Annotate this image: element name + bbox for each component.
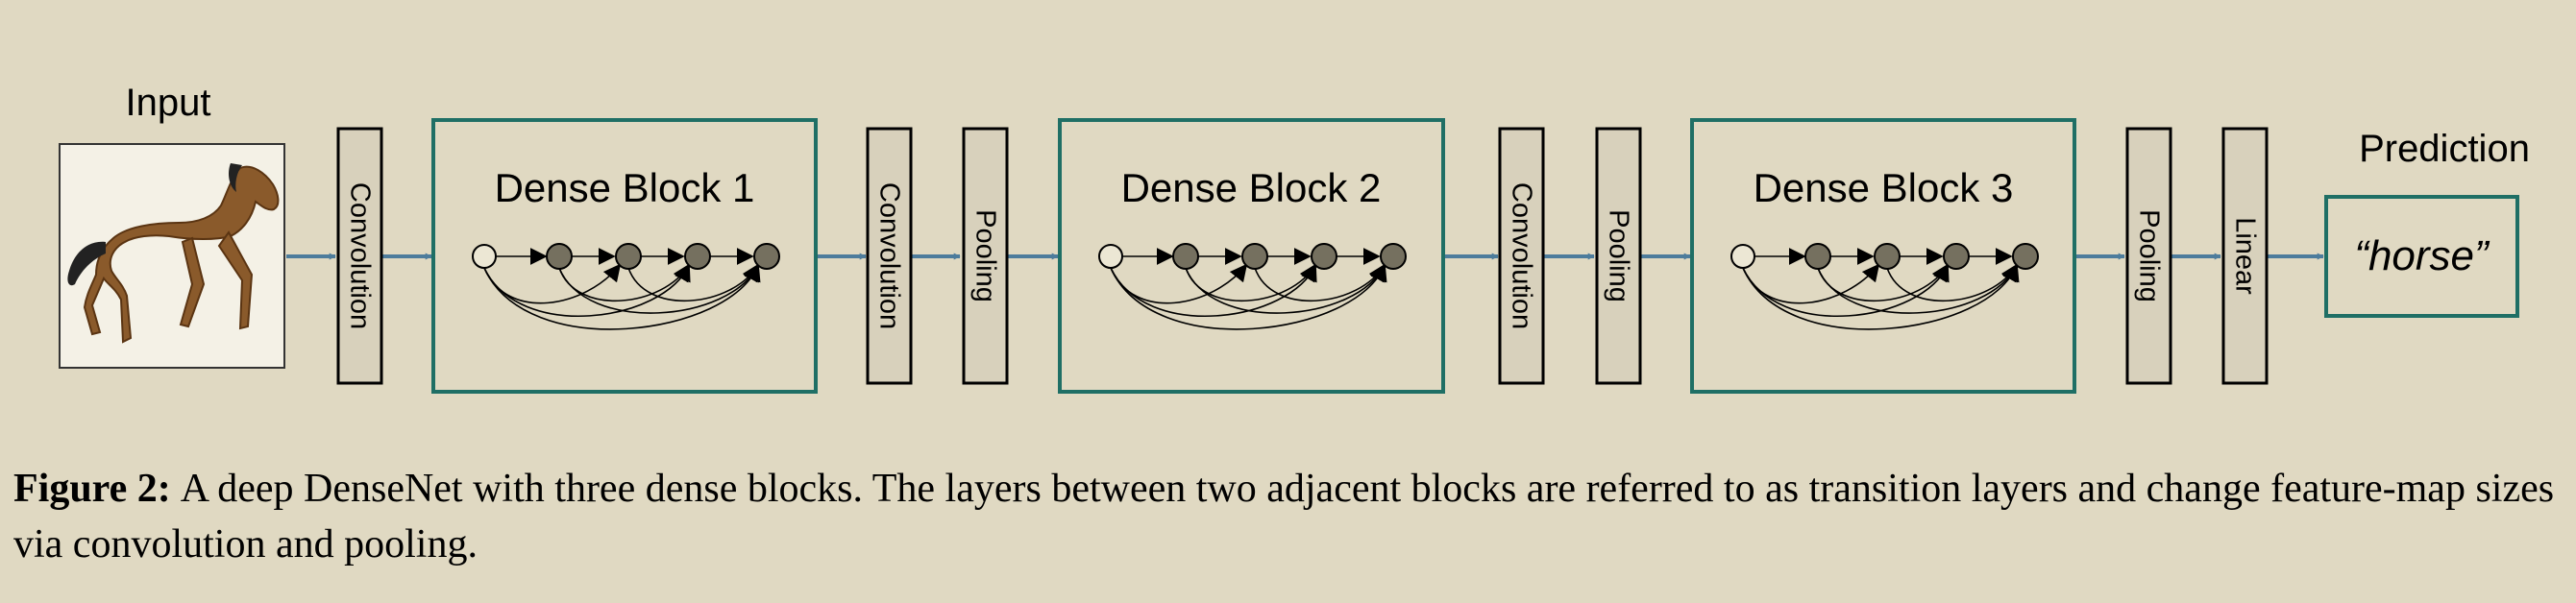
input-label: Input <box>126 82 211 124</box>
dense-block-2-node <box>1311 243 1337 270</box>
dense-block-3-nodes <box>1730 243 2039 270</box>
dense-block-3-node <box>2012 243 2039 270</box>
dense-block-2: Dense Block 2 <box>1058 118 1445 394</box>
dense-block-1-nodes <box>472 243 780 270</box>
layer-conv-1-label: Convolution <box>345 182 376 329</box>
dense-block-3-node <box>1874 243 1901 270</box>
layer-pool-2-label: Pooling <box>1604 209 1634 302</box>
layer-pool-1-label: Pooling <box>970 209 1001 302</box>
layer-linear-label: Linear <box>2230 217 2261 295</box>
layer-pool-2: Pooling <box>1595 127 1642 385</box>
dense-block-3-input-node <box>1730 244 1755 269</box>
dense-block-1-node <box>546 243 573 270</box>
dense-block-1-node <box>615 243 642 270</box>
dense-block-2-nodes <box>1098 243 1407 270</box>
prediction-value: “horse” <box>2354 232 2490 279</box>
caption-text: A deep DenseNet with three dense blocks.… <box>13 467 2555 567</box>
layer-linear: Linear <box>2221 127 2269 385</box>
layer-pool-3: Pooling <box>2125 127 2172 385</box>
dense-block-3: Dense Block 3 <box>1690 118 2076 394</box>
dense-block-2-input-node <box>1098 244 1123 269</box>
dense-block-1: Dense Block 1 <box>431 118 818 394</box>
figure-caption: Figure 2:A deep DenseNet with three dens… <box>13 461 2564 572</box>
dense-block-2-node <box>1241 243 1268 270</box>
dense-block-1-node <box>753 243 780 270</box>
dense-block-2-node <box>1380 243 1407 270</box>
dense-block-3-node <box>1943 243 1970 270</box>
densenet-diagram: Input Convolution Convolution Po <box>59 82 2530 394</box>
dense-block-2-title: Dense Block 2 <box>1121 165 1382 210</box>
dense-block-1-title: Dense Block 1 <box>495 165 755 210</box>
layer-pool-1: Pooling <box>962 127 1009 385</box>
layer-conv-2-label: Convolution <box>874 182 905 329</box>
input-image <box>59 143 285 369</box>
dense-block-1-connections <box>483 248 761 330</box>
dense-block-3-connections <box>1742 248 2020 330</box>
dense-block-3-node <box>1804 243 1831 270</box>
caption-label: Figure 2: <box>13 467 171 511</box>
dense-block-1-input-node <box>472 244 497 269</box>
dense-block-2-node <box>1172 243 1199 270</box>
prediction-box: “horse” <box>2324 195 2519 318</box>
dense-block-1-node <box>684 243 711 270</box>
layer-conv-2: Convolution <box>866 127 913 385</box>
layer-conv-3: Convolution <box>1498 127 1545 385</box>
dense-block-3-title: Dense Block 3 <box>1754 165 2014 210</box>
layer-pool-3-label: Pooling <box>2134 209 2165 302</box>
dense-block-2-connections <box>1110 248 1387 330</box>
layer-conv-3-label: Convolution <box>1507 182 1537 329</box>
prediction-label: Prediction <box>2359 128 2530 170</box>
layer-conv-1: Convolution <box>336 127 383 385</box>
